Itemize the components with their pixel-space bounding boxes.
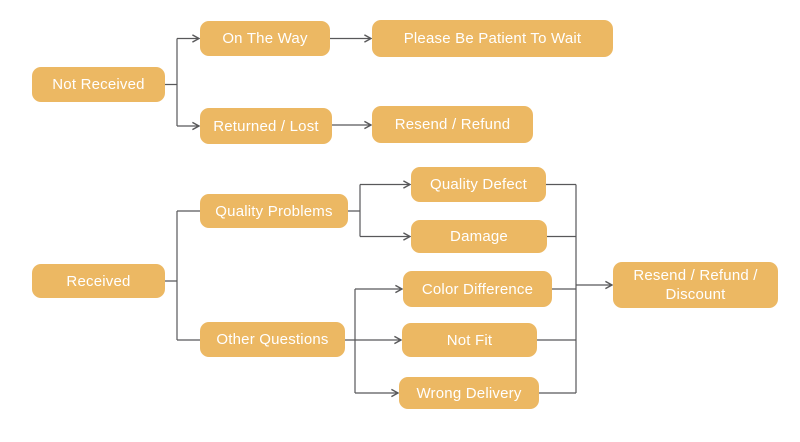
node-damage: Damage — [411, 220, 547, 253]
connector-not-received-branch — [165, 39, 199, 127]
node-color-difference: Color Difference — [403, 271, 552, 307]
node-resend-refund-discount: Resend / Refund / Discount — [613, 262, 778, 308]
node-resend-refund: Resend / Refund — [372, 106, 533, 143]
node-on-the-way: On The Way — [200, 21, 330, 56]
node-other-questions: Other Questions — [200, 322, 345, 357]
node-returned-lost: Returned / Lost — [200, 108, 332, 144]
node-not-received: Not Received — [32, 67, 165, 102]
node-please-be-patient: Please Be Patient To Wait — [372, 20, 613, 57]
connector-received-branch — [165, 210, 200, 341]
node-quality-defect: Quality Defect — [411, 167, 546, 202]
connector-other-questions-branch — [345, 289, 402, 393]
node-quality-problems: Quality Problems — [200, 194, 348, 228]
connector-quality-problems-branch — [348, 185, 410, 237]
node-wrong-delivery: Wrong Delivery — [399, 377, 539, 409]
node-not-fit: Not Fit — [402, 323, 537, 357]
node-received: Received — [32, 264, 165, 298]
